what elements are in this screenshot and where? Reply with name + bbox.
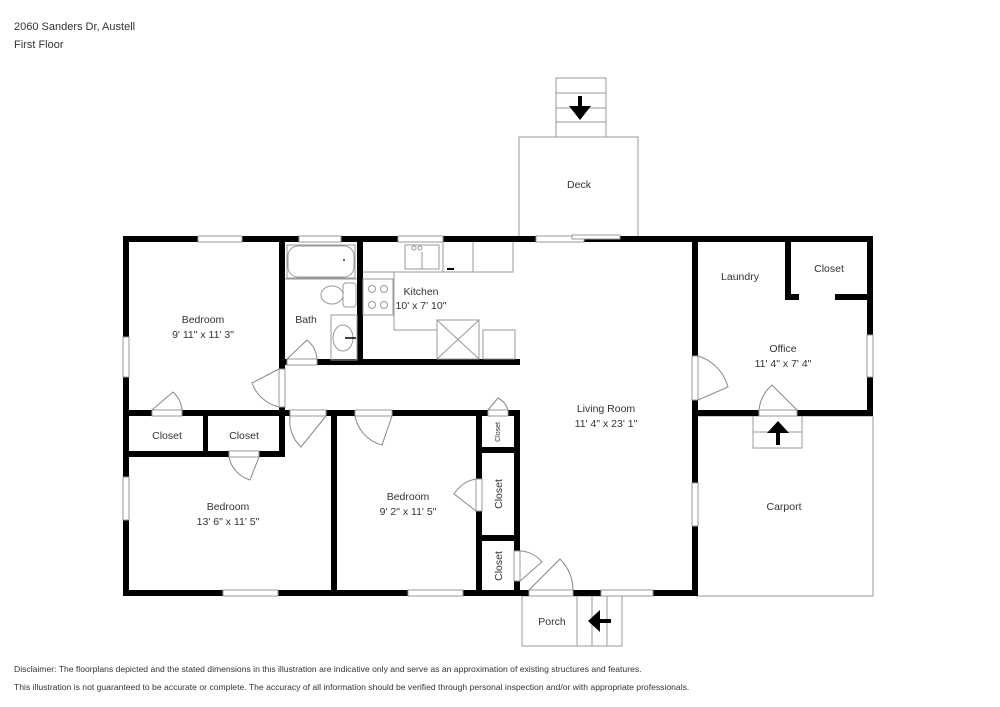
room-dims-living-room: 11' 4" x 23' 1" — [575, 418, 638, 430]
room-label-closet-low: Closet — [493, 551, 505, 581]
room-label-deck: Deck — [567, 179, 592, 191]
door-swings — [151, 339, 798, 591]
room-dims-bedroom-2: 13' 6" x 11' 5" — [197, 516, 260, 528]
bathtub — [286, 244, 356, 279]
room-label-closet-a: Closet — [152, 430, 182, 442]
property-address: 2060 Sanders Dr, Austell — [14, 21, 136, 33]
room-label-carport: Carport — [766, 501, 801, 513]
room-label-closet-mid: Closet — [493, 479, 505, 509]
room-dims-bedroom-3: 9' 2" x 11' 5" — [380, 506, 437, 518]
sink — [330, 314, 358, 361]
arrow-down-icon — [569, 96, 591, 120]
room-label-bedroom-1: Bedroom — [182, 314, 225, 326]
room-dims-office: 11' 4" x 7' 4" — [755, 358, 812, 370]
pantry-cabinet — [482, 329, 516, 360]
refrigerator — [436, 319, 480, 360]
room-label-bath: Bath — [295, 314, 317, 326]
windows — [122, 234, 874, 597]
kitchen-counters — [363, 242, 514, 331]
room-label-porch: Porch — [538, 616, 566, 628]
door-openings — [151, 355, 798, 597]
toilet — [320, 282, 357, 308]
floor-label: First Floor — [14, 39, 64, 51]
room-label-bedroom-3: Bedroom — [387, 491, 430, 503]
kitchen-sink — [404, 244, 440, 270]
disclaimer-line-2: This illustration is not guaranteed to b… — [14, 682, 690, 692]
room-label-bedroom-2: Bedroom — [207, 501, 250, 513]
room-label-living-room: Living Room — [577, 403, 636, 415]
stove — [362, 278, 394, 316]
room-label-closet-small: Closet — [495, 422, 502, 442]
disclaimer-line-1: Disclaimer: The floorplans depicted and … — [14, 664, 642, 674]
room-label-office-closet: Closet — [814, 263, 844, 275]
room-label-kitchen: Kitchen — [403, 286, 438, 298]
room-label-office: Office — [769, 343, 796, 355]
room-label-closet-b: Closet — [229, 430, 259, 442]
dishwasher-handle — [447, 268, 454, 270]
arrow-left-icon — [588, 610, 611, 632]
room-label-laundry: Laundry — [721, 271, 760, 283]
room-dims-kitchen: 10' x 7' 10" — [396, 300, 447, 312]
arrow-up-icon — [767, 421, 789, 445]
room-dims-bedroom-1: 9' 11" x 11' 3" — [172, 329, 234, 341]
